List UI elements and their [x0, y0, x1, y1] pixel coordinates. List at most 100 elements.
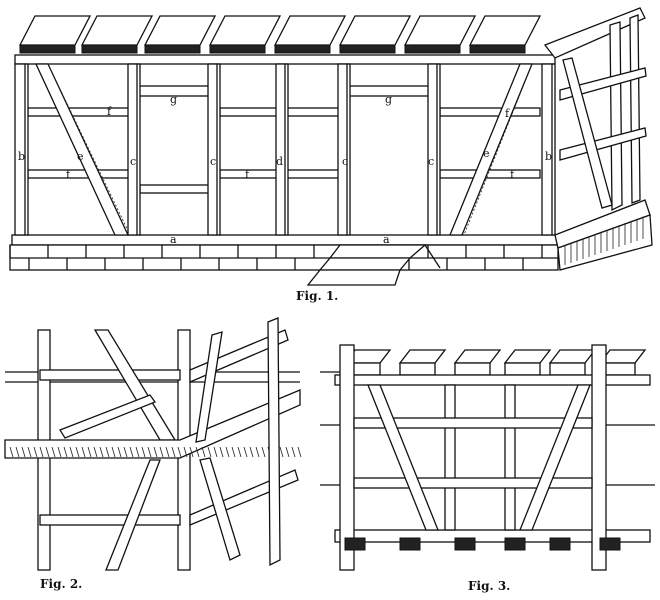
label-g-2: g: [385, 93, 392, 106]
hatch: [105, 446, 110, 458]
hatch: [123, 446, 128, 458]
hatch: [279, 446, 284, 458]
hatch: [27, 446, 32, 458]
hatch: [141, 446, 146, 458]
fig1-top-plate: [14, 54, 556, 65]
roof-joist-end: [19, 44, 76, 54]
fig1-roof-joists: [18, 15, 542, 54]
roof-joist: [403, 15, 477, 46]
post: [275, 63, 289, 236]
hatch: [189, 446, 194, 458]
hatch: [117, 446, 122, 458]
label-b-right: b: [545, 150, 552, 163]
joist: [598, 349, 647, 364]
hatch: [219, 446, 224, 458]
hatch: [93, 446, 98, 458]
label-f-2: f: [66, 168, 71, 181]
joist-end-bottom: [399, 537, 421, 551]
label-f-3: f: [245, 168, 250, 181]
hatch: [195, 446, 200, 458]
hatch: [183, 446, 188, 458]
fig1-steps: [306, 244, 441, 286]
roof-joist: [338, 15, 412, 46]
fig1-caption: Fig. 1.: [296, 289, 338, 303]
joist-end: [504, 362, 541, 376]
fig2-caption: Fig. 2.: [40, 577, 82, 591]
label-c-3: c: [342, 155, 348, 168]
hatch: [171, 446, 176, 458]
roof-joist-end: [404, 44, 461, 54]
hatch: [297, 446, 302, 458]
fig1-side-wall: [543, 7, 653, 271]
hatch: [147, 446, 152, 458]
post: [427, 63, 441, 236]
hatch: [69, 446, 74, 458]
joist-end-bottom: [454, 537, 476, 551]
hatch: [15, 446, 20, 458]
hatch: [57, 446, 62, 458]
hatch: [177, 446, 182, 458]
hatch: [261, 446, 266, 458]
hatch: [9, 446, 14, 458]
hatch: [21, 446, 26, 458]
roof-joist-end: [144, 44, 201, 54]
joist: [548, 349, 597, 364]
fig1-sill: [11, 234, 558, 246]
label-e-left: e: [77, 150, 84, 163]
label-f-5: f: [510, 168, 515, 181]
fig3-caption: Fig. 3.: [468, 579, 510, 593]
post: [337, 63, 351, 236]
joist: [453, 349, 502, 364]
fig3-drawing: Fig. 3.: [320, 344, 655, 593]
hatch: [237, 446, 242, 458]
post: [207, 63, 221, 236]
post: [127, 63, 141, 236]
joist-end-bottom: [504, 537, 526, 551]
hatch: [63, 446, 68, 458]
joist-end: [454, 362, 491, 376]
label-c-4: c: [428, 155, 434, 168]
label-e-right: e: [483, 147, 490, 160]
joist-end-bottom: [599, 537, 621, 551]
label-f-4: f: [505, 107, 510, 120]
label-a-1: a: [170, 233, 177, 246]
fig1-drawing: b b c c c c d e e f f f f f g g a a Fig.…: [9, 7, 653, 303]
label-a-2: a: [383, 233, 390, 246]
hatch: [243, 446, 248, 458]
joist-end: [549, 362, 586, 376]
roof-joist-end: [274, 44, 331, 54]
hatch: [81, 446, 86, 458]
fig1-braces-e: [34, 63, 533, 236]
roof-joist: [143, 15, 217, 46]
hatch: [165, 446, 170, 458]
roof-joist: [208, 15, 282, 46]
roof-joist: [273, 15, 347, 46]
roof-joist: [468, 15, 542, 46]
roof-joist: [18, 15, 92, 46]
hatch: [159, 446, 164, 458]
hatch: [135, 446, 140, 458]
hatch: [75, 446, 80, 458]
fig2-drawing: Fig. 2.: [4, 317, 302, 591]
label-g-1: g: [170, 93, 177, 106]
hatch: [225, 446, 230, 458]
hatch: [255, 446, 260, 458]
roof-joist-end: [469, 44, 526, 54]
hatch: [51, 446, 56, 458]
hatch: [33, 446, 38, 458]
roof-joist-end: [339, 44, 396, 54]
hatch: [87, 446, 92, 458]
hatch: [201, 446, 206, 458]
roof-joist-end: [209, 44, 266, 54]
hatch: [207, 446, 212, 458]
joist-end: [399, 362, 436, 376]
label-b-left: b: [18, 150, 25, 163]
hatch: [249, 446, 254, 458]
hatch: [153, 446, 158, 458]
hatch: [129, 446, 134, 458]
hatch: [111, 446, 116, 458]
hatch: [231, 446, 236, 458]
label-f-1: f: [107, 105, 112, 118]
joist: [398, 349, 447, 364]
